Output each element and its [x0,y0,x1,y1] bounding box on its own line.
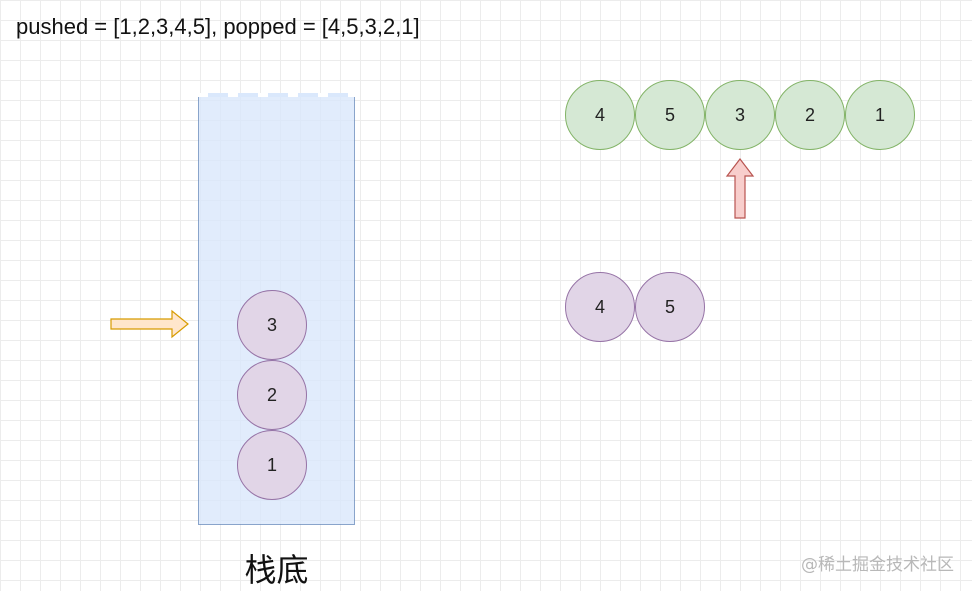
up-arrow-icon [725,158,755,219]
right-arrow-icon [110,309,189,339]
popped-item: 2 [775,80,845,150]
expression-title: pushed = [1,2,3,4,5], popped = [4,5,3,2,… [16,14,420,39]
output-item: 5 [635,272,705,342]
stack-item: 3 [237,290,307,360]
stack-item: 2 [237,360,307,430]
output-item: 4 [565,272,635,342]
stack-bottom-label: 栈底 [244,551,309,589]
stack-open-top [198,93,355,97]
watermark: @稀土掘金技术社区 [801,555,954,575]
popped-item: 3 [705,80,775,150]
popped-item: 4 [565,80,635,150]
popped-item: 1 [845,80,915,150]
stack-item: 1 [237,430,307,500]
popped-item: 5 [635,80,705,150]
